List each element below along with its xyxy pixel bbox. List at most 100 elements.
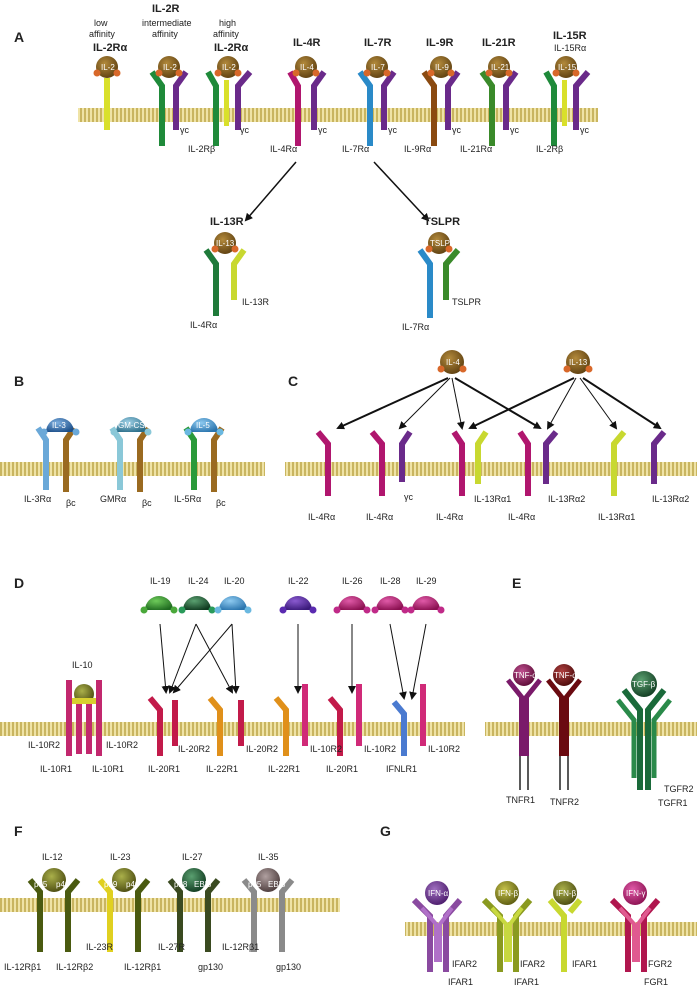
diagram-label: EBI3 bbox=[268, 880, 286, 889]
il13r-chain2: IL-13R bbox=[242, 297, 270, 307]
diagram-shape bbox=[475, 430, 489, 484]
diagram-shape bbox=[618, 906, 636, 962]
diagram-shape bbox=[366, 56, 388, 78]
il21r-title: IL-21R bbox=[482, 37, 516, 49]
ligand-il28: IL-28 bbox=[371, 576, 409, 614]
il21ra-a: IL-21Rα bbox=[460, 144, 492, 154]
diagram-shape bbox=[369, 430, 385, 496]
diagram-label: IFN-α bbox=[428, 889, 449, 898]
diagram-label: IL-13Rα2 bbox=[548, 494, 585, 504]
diagram-shape bbox=[27, 878, 43, 952]
diagram-shape bbox=[412, 596, 440, 610]
diagram-shape bbox=[208, 606, 216, 614]
diagram-shape bbox=[195, 623, 233, 694]
diagram-label: IL-10R1 bbox=[92, 764, 124, 774]
diagram-shape bbox=[437, 606, 445, 614]
diagram-shape bbox=[559, 696, 569, 756]
diagram-shape bbox=[363, 69, 371, 77]
diagram-shape bbox=[427, 69, 435, 77]
diagram-shape bbox=[485, 69, 493, 77]
panel-c: C IL-4 IL-13 IL-4Rα IL-4Rα γc bbox=[285, 350, 697, 522]
receptor-int: IL-2 γc IL-2Rβ bbox=[149, 56, 215, 154]
diagram-label: IL-10R2 bbox=[428, 744, 460, 754]
il2ra-chain-low bbox=[104, 78, 110, 130]
ligand-il4-a: IL-4 bbox=[292, 56, 320, 78]
diagram-shape bbox=[231, 248, 247, 300]
ligand-il19: IL-19 bbox=[140, 576, 178, 614]
diagram-label: IFAR2 bbox=[452, 959, 477, 969]
diagram-shape bbox=[234, 69, 242, 77]
membrane-b bbox=[0, 462, 265, 476]
diagram-label: IL-12Rβ1 bbox=[222, 942, 259, 952]
diagram-shape bbox=[338, 596, 366, 610]
receptor-gmcsf: GM-CSF GMRα βc bbox=[100, 417, 152, 508]
diagram-shape bbox=[173, 70, 189, 130]
diagram-shape bbox=[508, 906, 524, 962]
diagram-label: IL-15 bbox=[558, 63, 577, 72]
receptor-tnfr2: TNF-α TNFR2 bbox=[546, 664, 582, 807]
diagram-shape bbox=[371, 606, 379, 614]
diagram-shape bbox=[184, 428, 192, 436]
diagram-shape bbox=[175, 69, 183, 77]
diagram-shape bbox=[438, 906, 454, 962]
diagram-shape bbox=[440, 350, 464, 374]
diagram-shape bbox=[543, 430, 559, 484]
diagram-shape bbox=[110, 428, 118, 436]
diagram-shape bbox=[425, 245, 433, 253]
aff-high-1: high bbox=[219, 18, 236, 28]
diagram-shape bbox=[566, 350, 590, 374]
ligand-il10 bbox=[72, 684, 96, 704]
diagram-shape bbox=[553, 881, 577, 905]
aff-low-2: affinity bbox=[89, 29, 115, 39]
diagram-shape bbox=[219, 596, 247, 610]
arrow-c-1 bbox=[336, 377, 449, 430]
diagram-shape bbox=[211, 426, 225, 492]
diagram-label: p40 bbox=[126, 880, 140, 889]
diagram-shape bbox=[488, 56, 510, 78]
arrow-c-7 bbox=[579, 377, 618, 430]
ligand-il15: IL-15 bbox=[552, 56, 580, 78]
diagram-shape bbox=[451, 430, 465, 496]
diagram-label: IL-4Rα bbox=[366, 512, 393, 522]
diagram-shape bbox=[86, 692, 92, 754]
diagram-shape bbox=[651, 698, 672, 778]
ligand-il24: IL-24 bbox=[178, 576, 216, 614]
diagram-label: IL-5 bbox=[196, 421, 210, 430]
diagram-shape bbox=[235, 70, 253, 130]
diagram-shape bbox=[183, 596, 211, 610]
diagram-shape bbox=[391, 700, 407, 756]
diagram-shape bbox=[631, 671, 657, 697]
diagram-shape bbox=[645, 688, 667, 790]
membrane-c bbox=[285, 462, 697, 476]
receptor-tgfr: TGF-β TGFR2 TGFR1 bbox=[616, 671, 694, 808]
diagram-label: IL-19 bbox=[150, 576, 171, 586]
diagram-shape bbox=[211, 245, 219, 253]
diagram-label: IL-13 bbox=[216, 239, 235, 248]
arrow-c-8 bbox=[582, 377, 662, 430]
receptor-il4r: IL-4R IL-4 γc IL-4Rα bbox=[270, 37, 328, 154]
diagram-label: FGR2 bbox=[648, 959, 672, 969]
tslpr-title: TSLPR bbox=[424, 216, 460, 228]
diagram-label: IL-13Rα1 bbox=[474, 494, 511, 504]
diagram-shape bbox=[144, 428, 152, 436]
receptor-il15r: IL-15R IL-15Rα IL-15 γc IL-2Rβ bbox=[536, 30, 591, 154]
diagram-label: TGF-β bbox=[632, 680, 656, 689]
diagram-shape bbox=[292, 69, 300, 77]
diagram-label: IL-2 bbox=[222, 63, 236, 72]
diagram-shape bbox=[238, 700, 244, 746]
diagram-shape bbox=[287, 70, 301, 146]
diagram-label: IL-28 bbox=[380, 576, 401, 586]
diagram-shape bbox=[72, 428, 80, 436]
diagram-label: IL-4 bbox=[300, 63, 314, 72]
diagram-shape bbox=[616, 698, 637, 778]
ligand-il26: IL-26 bbox=[333, 576, 371, 614]
panel-e: E TNF-α TNFR1 TNF-α TNFR2 TGF-β bbox=[485, 575, 697, 808]
diagram-shape bbox=[167, 878, 183, 952]
gc-int: γc bbox=[180, 125, 190, 135]
diagram-label: γc bbox=[452, 125, 462, 135]
diagram-shape bbox=[97, 878, 113, 952]
diagram-shape bbox=[182, 868, 206, 892]
diagram-shape bbox=[183, 426, 197, 490]
diagram-shape bbox=[284, 596, 312, 610]
ligand-il21: IL-21 bbox=[485, 56, 513, 78]
